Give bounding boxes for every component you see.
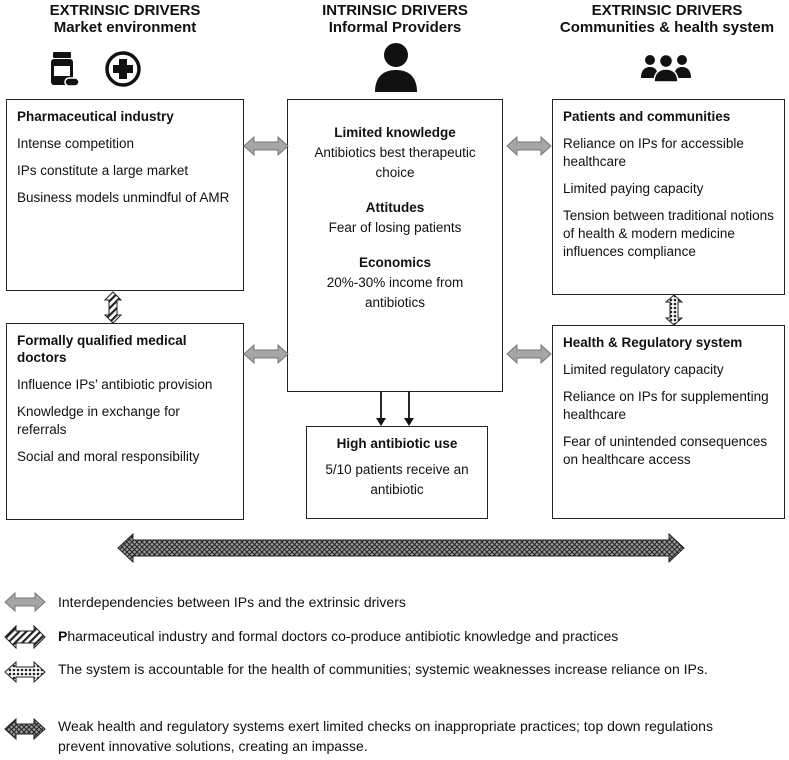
medical-cross-icon bbox=[105, 51, 141, 87]
crosshatch-arrow-system bbox=[117, 532, 685, 564]
dotted-arrow-icon bbox=[4, 660, 46, 684]
doctors-item: Influence IPs’ antibiotic provision bbox=[17, 377, 213, 392]
center-section-text: Antibiotics best therapeutic choice bbox=[314, 145, 476, 180]
center-section-title: Economics bbox=[358, 255, 432, 270]
informal-providers-box: Limited knowledge Antibiotics best thera… bbox=[287, 99, 503, 392]
dotted-arrow-patients-health bbox=[665, 294, 683, 326]
health-item: Reliance on IPs for supplementing health… bbox=[563, 389, 769, 422]
header-left-line1: EXTRINSIC DRIVERS bbox=[49, 2, 201, 19]
center-section-title: Limited knowledge bbox=[334, 125, 456, 140]
legend-text: Pharmaceutical industry and formal docto… bbox=[58, 628, 619, 644]
gray-arrow-center-patients bbox=[506, 135, 552, 157]
group-icon bbox=[641, 53, 691, 82]
gray-arrow-icon bbox=[4, 591, 46, 613]
health-title: Health & Regulatory system bbox=[563, 335, 743, 350]
diagonal-arrow-icon bbox=[4, 624, 46, 650]
legend-row: Interdependencies between IPs and the ex… bbox=[0, 590, 789, 614]
center-section-text: Fear of losing patients bbox=[328, 220, 462, 235]
high-antibiotic-use-box: High antibiotic use 5/10 patients receiv… bbox=[306, 426, 488, 519]
medical-doctors-box: Formally qualified medical doctors Influ… bbox=[6, 323, 244, 520]
doctors-item: Knowledge in exchange for referrals bbox=[17, 404, 180, 437]
pharma-item: IPs constitute a large market bbox=[17, 163, 189, 178]
legend-row: The system is accountable for the health… bbox=[0, 657, 789, 701]
header-right: EXTRINSIC DRIVERS Communities & health s… bbox=[545, 2, 789, 36]
doctors-title: Formally qualified medical doctors bbox=[17, 333, 187, 365]
header-right-line1: EXTRINSIC DRIVERS bbox=[591, 2, 743, 19]
legend-text: Interdependencies between IPs and the ex… bbox=[58, 594, 406, 610]
patients-title: Patients and communities bbox=[563, 109, 731, 124]
health-item: Fear of unintended consequences on healt… bbox=[563, 434, 768, 467]
pharma-item: Business models unmindful of AMR bbox=[17, 190, 230, 205]
crosshatch-arrow-icon bbox=[4, 717, 46, 741]
header-center-line1: INTRINSIC DRIVERS bbox=[322, 2, 468, 19]
legend-row: Weak health and regulatory systems exert… bbox=[0, 714, 789, 758]
legend-text: The system is accountable for the health… bbox=[58, 661, 708, 677]
health-item: Limited regulatory capacity bbox=[563, 362, 724, 377]
gray-arrow-pharma-center bbox=[243, 135, 289, 157]
pharmaceutical-industry-box: Pharmaceutical industry Intense competit… bbox=[6, 99, 244, 291]
header-left: EXTRINSIC DRIVERS Market environment bbox=[0, 2, 250, 36]
header-center: INTRINSIC DRIVERS Informal Providers bbox=[270, 2, 520, 36]
header-center-line2: Informal Providers bbox=[328, 19, 462, 36]
header-right-line2: Communities & health system bbox=[559, 19, 775, 36]
patients-communities-box: Patients and communities Reliance on IPs… bbox=[552, 99, 785, 295]
doctors-item: Social and moral responsibility bbox=[17, 449, 200, 464]
gray-arrow-doctors-center bbox=[243, 343, 289, 365]
down-arrows bbox=[376, 391, 414, 426]
outcome-text: 5/10 patients receive an antibiotic bbox=[325, 462, 469, 497]
outcome-title: High antibiotic use bbox=[336, 436, 458, 451]
pharma-title: Pharmaceutical industry bbox=[17, 109, 174, 124]
health-regulatory-box: Health & Regulatory system Limited regul… bbox=[552, 325, 785, 519]
patients-item: Limited paying capacity bbox=[563, 181, 704, 196]
pharma-item: Intense competition bbox=[17, 136, 135, 151]
pill-bottle-icon bbox=[51, 52, 80, 87]
center-section-title: Attitudes bbox=[365, 200, 425, 215]
patients-item: Reliance on IPs for accessible healthcar… bbox=[563, 136, 744, 169]
center-section-text: 20%-30% income from antibiotics bbox=[326, 275, 464, 310]
legend-row: Pharmaceutical industry and formal docto… bbox=[0, 624, 789, 650]
patients-item: Tension between traditional notions of h… bbox=[563, 208, 774, 259]
diagonal-arrow-pharma-doctors bbox=[104, 291, 122, 324]
gray-arrow-center-health bbox=[506, 343, 552, 365]
header-left-line2: Market environment bbox=[53, 19, 197, 36]
person-icon bbox=[375, 43, 417, 92]
legend-text: Weak health and regulatory systems exert… bbox=[58, 718, 713, 754]
